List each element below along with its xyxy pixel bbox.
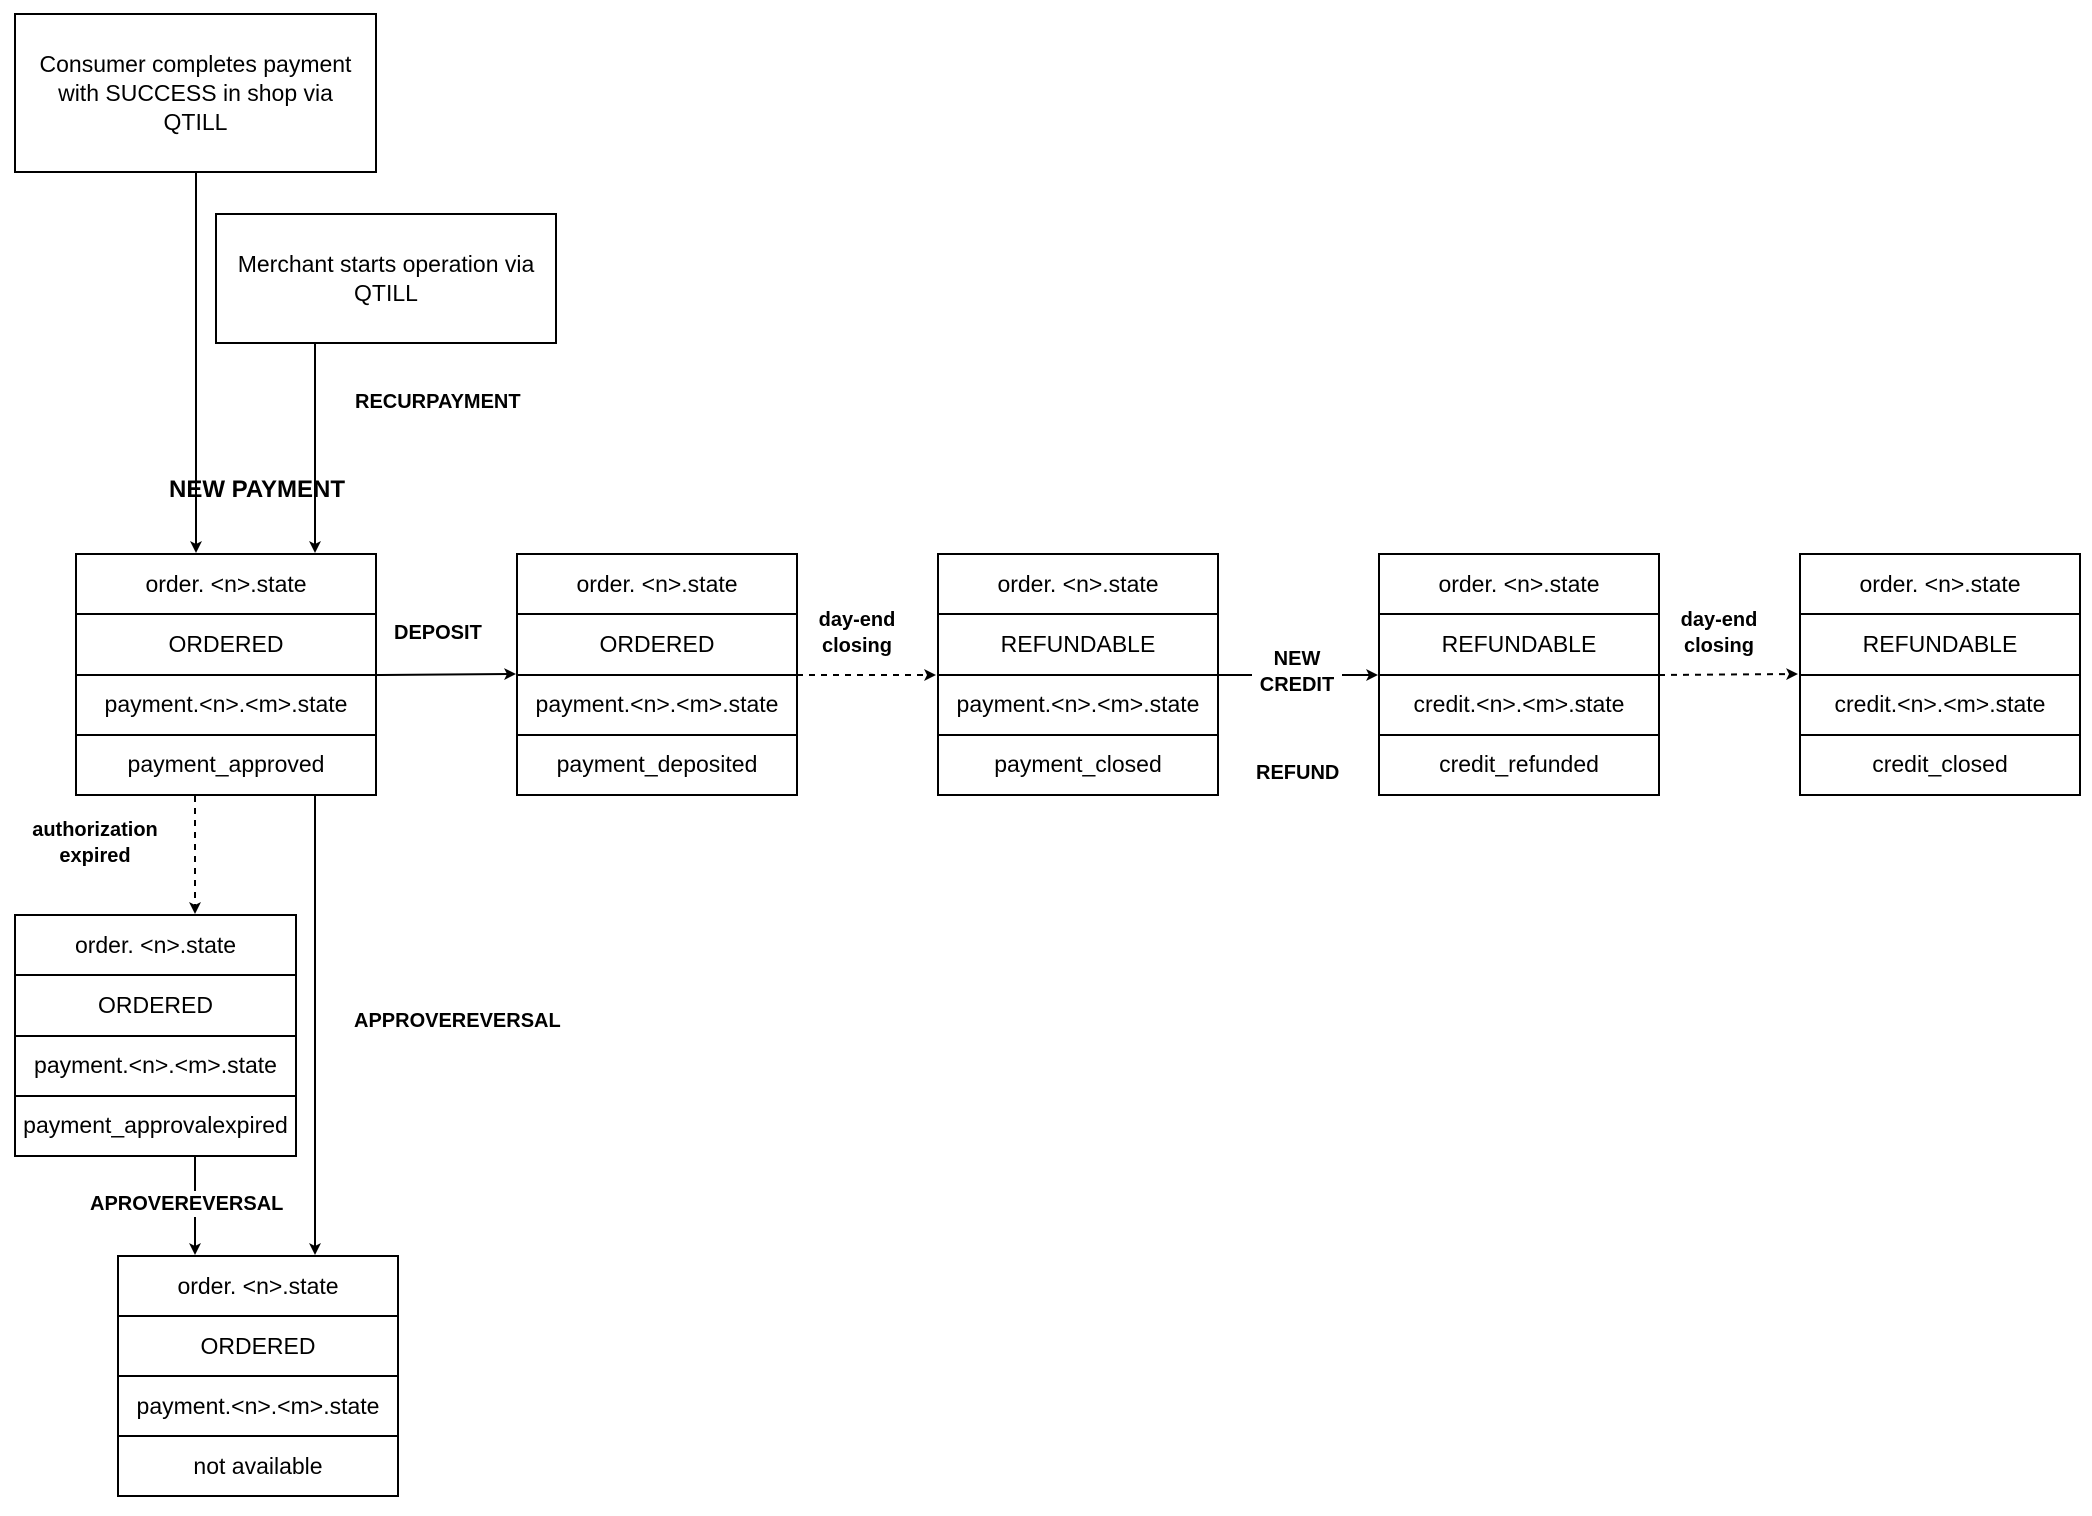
order-state-value: ORDERED: [119, 1317, 397, 1377]
arrow-dayend-closing-2: [1658, 668, 1798, 681]
state-box-credit-closed: order. <n>.state REFUNDABLE credit.<n>.<…: [1799, 553, 2081, 796]
label-dayend-closing-1: day-end closing: [812, 607, 902, 659]
payment-state-value: payment_approvalexpired: [23, 1112, 288, 1139]
order-state-label: order. <n>.state: [119, 1257, 397, 1317]
order-state-label: order. <n>.state: [16, 916, 295, 977]
payment-state-label: payment.<n>.<m>.state: [16, 1037, 295, 1097]
payment-state-value: payment_closed: [994, 751, 1162, 778]
payment-state-label: payment.<n>.<m>.state: [77, 676, 375, 736]
label-new-credit-line2: CREDIT: [1259, 674, 1335, 696]
credit-state-label: credit.<n>.<m>.state: [1801, 676, 2079, 736]
label-authorization-expired: authorization expired: [20, 817, 170, 869]
label-dayend-closing-1-line2: closing: [821, 635, 892, 657]
label-dayend-closing-1-line1: day-end: [818, 609, 896, 631]
state-box-payment-deposited: order. <n>.state ORDERED payment.<n>.<m>…: [516, 553, 798, 796]
label-authorization-expired-line2: expired: [59, 845, 131, 867]
payment-state-label: payment.<n>.<m>.state: [119, 1377, 397, 1437]
order-state-value: ORDERED: [16, 976, 295, 1037]
label-recurpayment: RECURPAYMENT: [355, 391, 521, 413]
arrow-deposit: [375, 668, 516, 681]
state-box-payment-closed: order. <n>.state REFUNDABLE payment.<n>.…: [937, 553, 1219, 796]
order-state-value: ORDERED: [518, 615, 796, 676]
order-state-value: ORDERED: [77, 615, 375, 676]
order-state-label: order. <n>.state: [77, 555, 375, 616]
label-dayend-closing-2: day-end closing: [1674, 607, 1764, 659]
payment-state-label: payment.<n>.<m>.state: [518, 676, 796, 736]
state-box-credit-refunded: order. <n>.state REFUNDABLE credit.<n>.<…: [1378, 553, 1660, 796]
payment-state-value: payment_deposited: [556, 751, 758, 778]
label-dayend-closing-2-line1: day-end: [1680, 609, 1758, 631]
payment-state-value: payment_approved: [127, 751, 325, 778]
label-new-credit-line1: NEW: [1273, 648, 1321, 670]
credit-state-value: credit_closed: [1872, 751, 2008, 778]
payment-state-label: payment.<n>.<m>.state: [939, 676, 1217, 736]
order-state-value: REFUNDABLE: [1801, 615, 2079, 676]
order-state-value: REFUNDABLE: [1380, 615, 1658, 676]
merchant-start-box: Merchant starts operation via QTILL: [215, 213, 557, 344]
payment-state-value: not available: [193, 1452, 323, 1479]
order-state-label: order. <n>.state: [939, 555, 1217, 616]
label-approvereversal: APPROVEREVERSAL: [354, 1010, 561, 1032]
order-state-label: order. <n>.state: [1380, 555, 1658, 616]
label-refund: REFUND: [1256, 762, 1340, 784]
order-state-value: REFUNDABLE: [939, 615, 1217, 676]
order-state-label: order. <n>.state: [518, 555, 796, 616]
label-new-payment: NEW PAYMENT: [169, 476, 346, 503]
credit-state-value: credit_refunded: [1439, 751, 1599, 778]
credit-state-label: credit.<n>.<m>.state: [1380, 676, 1658, 736]
label-dayend-closing-2-line2: closing: [1683, 635, 1754, 657]
order-state-label: order. <n>.state: [1801, 555, 2079, 616]
state-box-payment-approvalexpired: order. <n>.state ORDERED payment.<n>.<m>…: [14, 914, 297, 1157]
label-deposit: DEPOSIT: [394, 622, 482, 644]
label-aprovereversal: APROVEREVERSAL: [90, 1191, 284, 1217]
state-box-not-available: order. <n>.state ORDERED payment.<n>.<m>…: [117, 1255, 399, 1497]
label-new-credit: NEW CREDIT: [1252, 646, 1342, 698]
consumer-start-box: Consumer completes payment with SUCCESS …: [14, 13, 377, 173]
state-box-payment-approved: order. <n>.state ORDERED payment.<n>.<m>…: [75, 553, 377, 796]
label-authorization-expired-line1: authorization: [32, 819, 158, 841]
